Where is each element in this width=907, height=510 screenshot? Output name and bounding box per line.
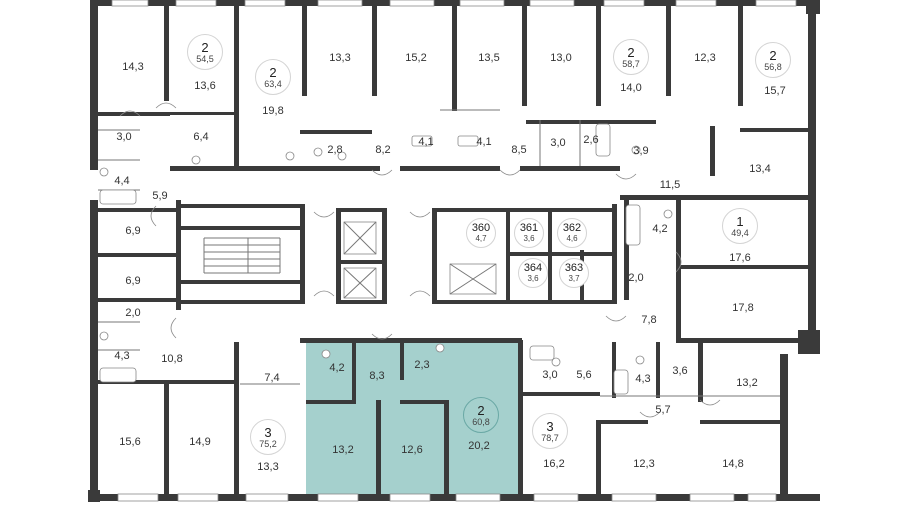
storage-area: 4,7 (475, 234, 487, 243)
apartment-badge[interactable]: 1 49,4 (722, 208, 758, 244)
storage-area: 3,6 (523, 234, 535, 243)
storage-number: 364 (523, 262, 543, 274)
apartment-area: 49,4 (731, 227, 749, 238)
selected-apartment-highlight[interactable] (306, 342, 518, 500)
apartment-badge[interactable]: 3 78,7 (532, 413, 568, 449)
interior-walls (98, 6, 810, 500)
apartment-rooms: 2 (627, 44, 635, 60)
apartment-badge[interactable]: 2 56,8 (755, 42, 791, 78)
storage-badge[interactable]: 362 4,6 (557, 218, 587, 248)
storage-number: 362 (562, 222, 582, 234)
storage-area: 3,6 (527, 274, 539, 283)
storage-number: 360 (471, 222, 491, 234)
apartment-badge[interactable]: 2 54,5 (187, 34, 223, 70)
storage-badge[interactable]: 364 3,6 (518, 258, 548, 288)
storage-number: 363 (564, 262, 584, 274)
apartment-area: 54,5 (196, 53, 214, 64)
storage-number: 361 (519, 222, 539, 234)
apartment-rooms: 3 (546, 418, 554, 434)
door-swings (119, 102, 721, 418)
outer-walls (88, 0, 820, 502)
apartment-rooms: 2 (477, 402, 485, 418)
apartment-badge[interactable]: 2 63,4 (255, 59, 291, 95)
apartment-area: 56,8 (764, 61, 782, 72)
apartment-area: 60,8 (472, 416, 490, 427)
apartment-rooms: 3 (264, 424, 272, 440)
storage-area: 3,7 (568, 274, 580, 283)
windows-bottom (117, 493, 777, 502)
apartment-area: 58,7 (622, 58, 640, 69)
thin-partitions (98, 109, 780, 397)
windows-top (111, 0, 797, 7)
apartment-rooms: 2 (201, 39, 209, 55)
apartment-area: 63,4 (264, 78, 282, 89)
bathroom-fixtures (99, 123, 673, 395)
storage-badge[interactable]: 363 3,7 (559, 258, 589, 288)
apartment-rooms: 2 (769, 47, 777, 63)
apartment-area: 75,2 (259, 438, 277, 449)
apartment-badge[interactable]: 2 58,7 (613, 39, 649, 75)
storage-badge[interactable]: 361 3,6 (514, 218, 544, 248)
apartment-rooms: 2 (269, 64, 277, 80)
staircase (203, 237, 281, 274)
elevator-shafts (343, 221, 497, 299)
apartment-rooms: 1 (736, 213, 744, 229)
apartment-badge[interactable]: 3 75,2 (250, 419, 286, 455)
storage-badge[interactable]: 360 4,7 (466, 218, 496, 248)
apartment-area: 78,7 (541, 432, 559, 443)
selected-apartment-badge[interactable]: 2 60,8 (463, 397, 499, 433)
storage-area: 4,6 (566, 234, 578, 243)
